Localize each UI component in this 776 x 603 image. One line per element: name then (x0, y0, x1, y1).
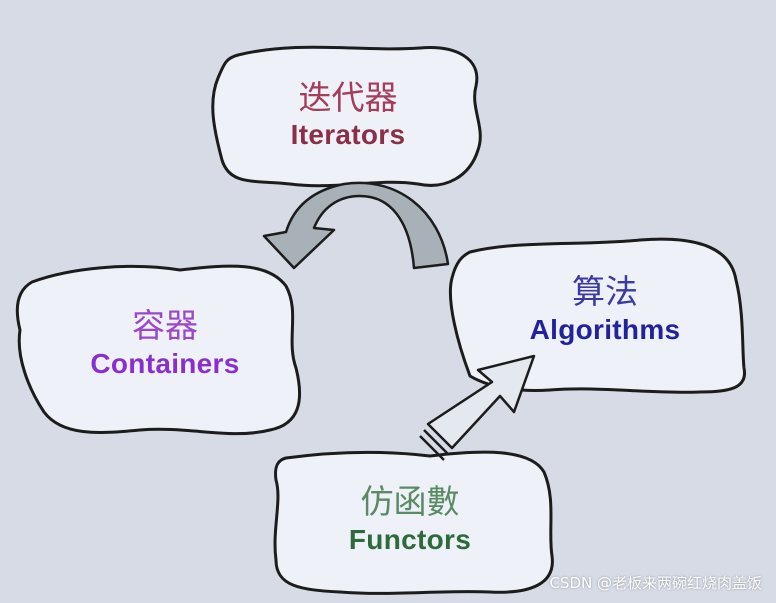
iterators-cn-label: 迭代器 (298, 78, 398, 117)
node-functors: 仿函數 Functors (290, 482, 530, 558)
algorithms-en-label: Algorithms (529, 314, 681, 345)
algorithms-cn-label: 算法 (572, 272, 638, 311)
iterators-en-label: Iterators (290, 119, 406, 150)
arrow-functors-to-algorithms (419, 354, 536, 461)
cloud-algorithms (448, 237, 747, 394)
node-containers: 容器 Containers (40, 306, 290, 382)
node-iterators: 迭代器 Iterators (218, 78, 478, 152)
containers-en-label: Containers (90, 348, 240, 379)
arrow-iterators-to-containers (262, 181, 450, 270)
cloud-containers (15, 264, 302, 436)
cloud-iterators (211, 45, 482, 188)
containers-cn-label: 容器 (132, 306, 198, 345)
cloud-functors (273, 450, 554, 595)
functors-en-label: Functors (348, 524, 472, 555)
watermark: CSDN @老板来两碗红烧肉盖饭 (549, 574, 762, 592)
node-algorithms: 算法 Algorithms (470, 272, 740, 348)
functors-cn-label: 仿函數 (360, 482, 460, 521)
